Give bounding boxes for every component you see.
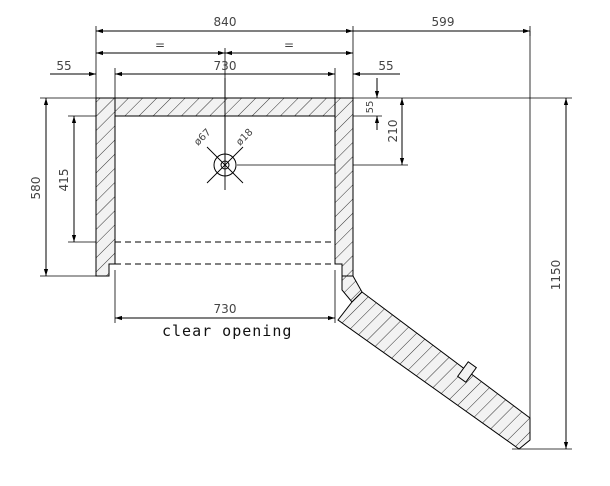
dim-clear-opening-width: 730	[214, 302, 237, 316]
dim-equal-right: =	[284, 38, 294, 52]
clear-opening-caption: clear opening	[162, 322, 292, 340]
door-handle	[456, 361, 478, 383]
right-wall	[334, 97, 354, 277]
door-track	[108, 241, 343, 270]
drain-inner-diameter: ø18	[234, 127, 255, 148]
open-door-panel	[337, 275, 531, 450]
dim-wall-left: 55	[56, 59, 71, 73]
dim-wall-right: 55	[378, 59, 393, 73]
left-dimensions: 580 415	[29, 97, 115, 277]
dim-door-extension: 599	[432, 15, 455, 29]
dim-total-depth: 1150	[549, 260, 563, 291]
clear-opening-dimension: 730 clear opening	[114, 270, 336, 340]
door-slab	[337, 291, 531, 450]
drain-outer-diameter: ø67	[192, 127, 213, 148]
drain-symbol: ø67 ø18	[192, 78, 255, 190]
top-dimensions: 840 599 = = 55 730 55	[50, 15, 531, 165]
enclosure-walls	[95, 97, 354, 277]
top-wall	[95, 97, 354, 117]
dim-drain-depth: 415	[57, 169, 71, 192]
dim-overall-width: 840	[214, 15, 237, 29]
dim-depth: 580	[29, 177, 43, 200]
right-dimensions: 55 210 1150	[237, 31, 572, 450]
dim-wall-top: 55	[365, 101, 376, 114]
dim-drain-offset: 210	[386, 120, 400, 143]
left-wall	[95, 97, 116, 277]
dim-equal-left: =	[155, 38, 165, 52]
dim-inner-width: 730	[214, 59, 237, 73]
